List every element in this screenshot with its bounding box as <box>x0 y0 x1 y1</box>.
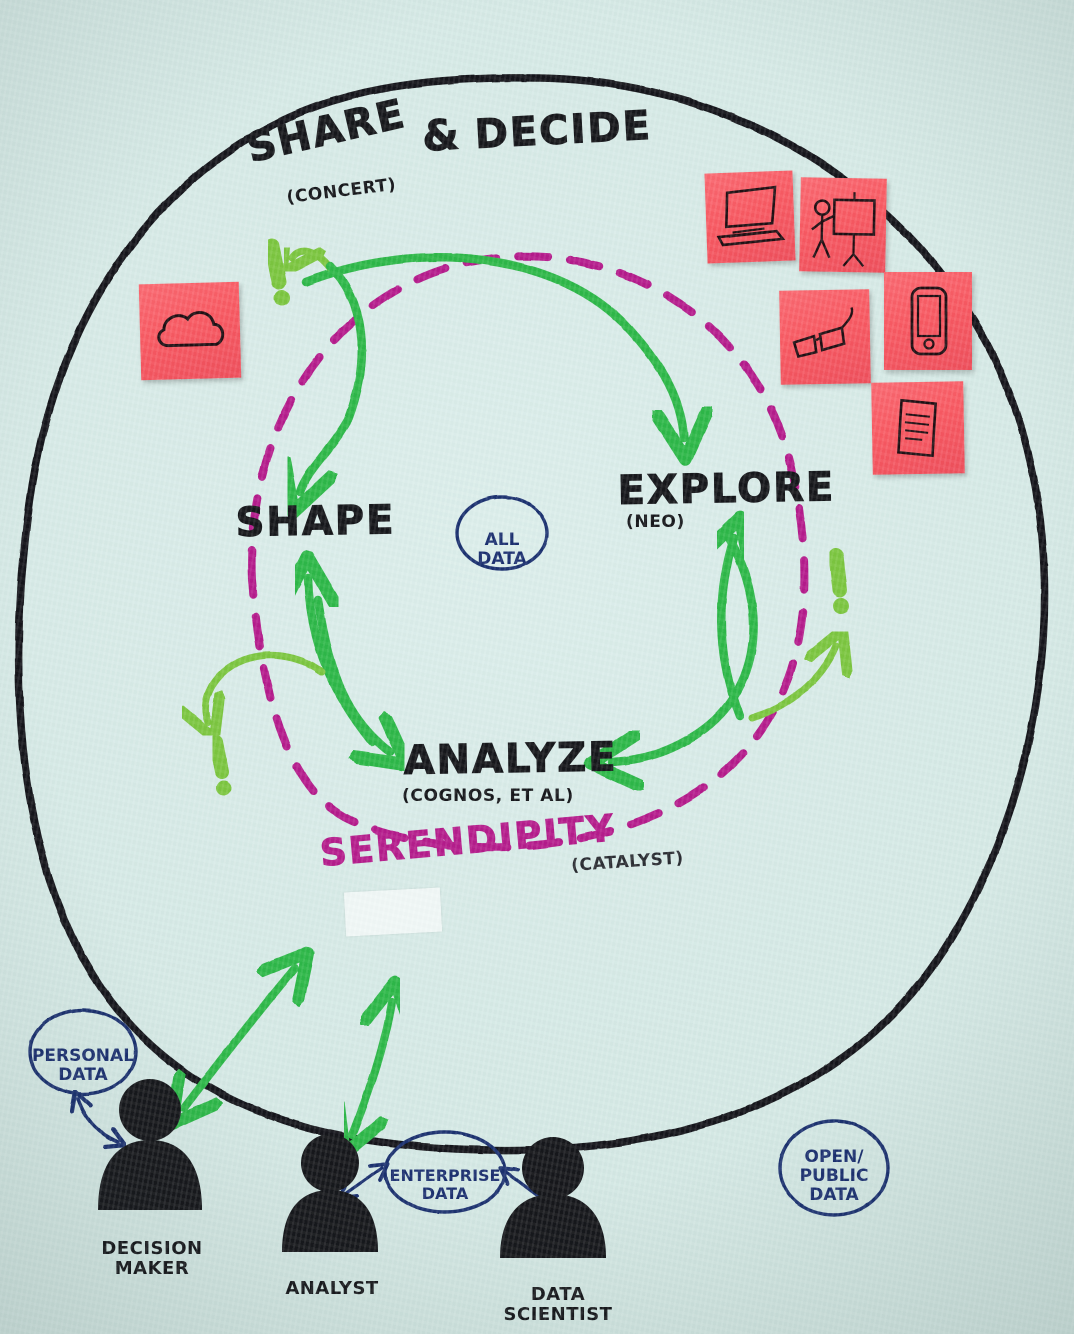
persona-label-decision-maker-text: DECISION MAKER <box>101 1237 203 1280</box>
sticky-note-laptop[interactable] <box>704 170 796 264</box>
exclamation-mark-left <box>209 735 232 796</box>
bubble-open-public-data-text: OPEN/ PUBLIC DATA <box>799 1147 869 1206</box>
stage-label-analyze-text: ANALYZE <box>403 734 619 785</box>
arrow-share-branch-exclaim <box>292 251 334 268</box>
sticky-note-presenter[interactable] <box>799 177 887 273</box>
persona-data-scientist-figure <box>500 1137 606 1258</box>
presenter-whiteboard-icon <box>811 192 876 268</box>
bubble-open-public-data-outline <box>778 1119 890 1217</box>
sticky-note-cloud[interactable] <box>138 281 242 381</box>
title-decide: DECIDE <box>473 102 654 158</box>
arrow-explore-branch-exclaim <box>748 646 836 722</box>
arrow-share-to-explore <box>301 253 684 438</box>
bubble-personal-data-text: PERSONAL DATA <box>31 1046 135 1086</box>
stage-label-shape-text: SHAPE <box>235 497 397 547</box>
arrow-enterprise-data-to-analyst <box>345 1168 382 1194</box>
document-icon <box>897 398 937 458</box>
stage-label-shape: SHAPE <box>235 497 397 547</box>
title-ampersand-text: & <box>420 109 463 162</box>
persona-label-analyst-text: ANALYST <box>285 1277 379 1299</box>
bubble-all-data-label: ALL DATA <box>462 512 542 569</box>
cloud-icon <box>157 311 225 348</box>
bubble-enterprise-data-label: ENTERPRISE DATA <box>385 1149 505 1203</box>
arrow-circle-to-decision-maker <box>184 968 295 1108</box>
bubble-personal-data-label: PERSONAL DATA <box>28 1028 138 1085</box>
sticky-note-document[interactable] <box>871 381 965 475</box>
serendipity-dashed-loop <box>247 252 809 852</box>
persona-label-data-scientist-text: DATA SCIENTIST <box>503 1283 613 1326</box>
arrow-shape-to-analyze <box>313 595 390 752</box>
laptop-icon <box>716 185 786 247</box>
stage-label-analyze: ANALYZE <box>403 734 619 785</box>
arrow-circle-to-analyst <box>352 1002 392 1135</box>
stage-label-explore: EXPLORE <box>617 464 837 515</box>
bubble-all-data-text: ALL DATA <box>477 530 527 570</box>
persona-analyst-figure <box>282 1134 378 1252</box>
stage-sublabel-analyze-text: (COGNOS, ET AL) <box>402 786 574 806</box>
title-decide-text: DECIDE <box>473 102 654 158</box>
exclamation-mark-top <box>264 238 290 306</box>
tape-strip <box>343 887 443 937</box>
smart-glasses-icon <box>792 307 854 359</box>
outer-boundary-circle <box>15 74 1049 1154</box>
arrow-into-shape <box>300 261 366 492</box>
title-ampersand: & <box>420 109 463 162</box>
stage-sublabel-analyze: (COGNOS, ET AL) <box>402 786 574 806</box>
persona-label-analyst: ANALYST <box>270 1258 394 1299</box>
bubble-all-data-outline <box>455 495 549 571</box>
arrow-personal-data-to-decision-maker <box>78 1099 118 1142</box>
persona-label-data-scientist: DATA SCIENTIST <box>478 1264 638 1326</box>
persona-label-decision-maker: DECISION MAKER <box>90 1218 214 1280</box>
persona-decision-maker-figure <box>98 1079 202 1210</box>
stage-sublabel-explore: (NEO) <box>626 512 685 532</box>
exclamation-mark-right <box>828 548 849 614</box>
sticky-note-glasses[interactable] <box>779 289 871 385</box>
sticky-note-phone[interactable] <box>884 272 972 370</box>
arrow-shape-branch-exclaim <box>205 651 326 722</box>
arrow-analyze-to-explore <box>721 538 740 721</box>
arrow-explore-to-analyze <box>612 531 758 762</box>
bubble-enterprise-data-text: ENTERPRISE DATA <box>389 1165 501 1203</box>
mobile-phone-icon <box>910 286 948 356</box>
stage-label-explore-text: EXPLORE <box>617 464 837 515</box>
stage-sublabel-explore-text: (NEO) <box>626 512 685 532</box>
bubble-open-public-data-label: OPEN/ PUBLIC DATA <box>779 1129 889 1205</box>
